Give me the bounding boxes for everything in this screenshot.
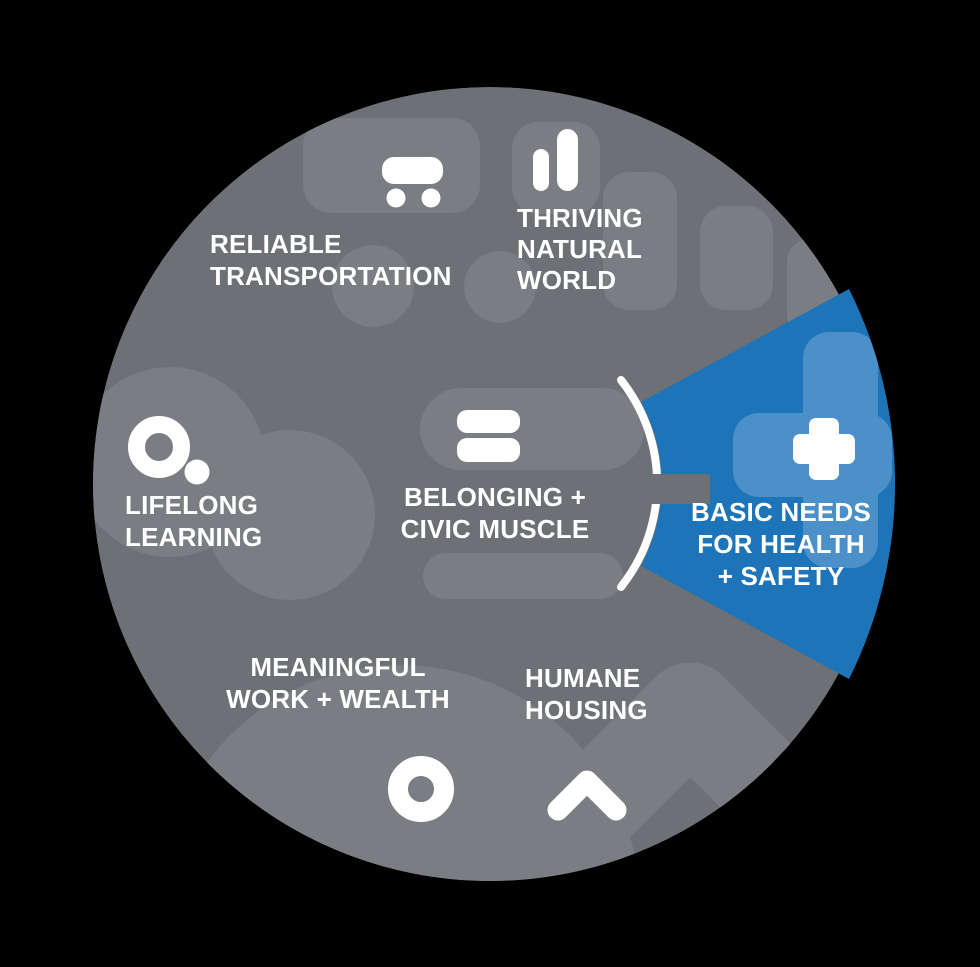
segment-label-lifelong-learning[interactable]: LIFELONG LEARNING <box>125 490 263 552</box>
center-divider-arc-top <box>617 376 661 481</box>
bar-chart-icon[interactable] <box>530 126 582 194</box>
center-label-belonging-civic-muscle[interactable]: BELONGING + CIVIC MUSCLE <box>400 482 590 544</box>
center-band <box>590 474 710 504</box>
collage-circle <box>464 251 536 323</box>
segment-label-reliable-transportation[interactable]: RELIABLE TRANSPORTATION <box>210 229 452 291</box>
donut-icon[interactable] <box>386 754 456 824</box>
segment-label-humane-housing[interactable]: HUMANE HOUSING <box>525 663 648 725</box>
equals-icon[interactable] <box>455 408 523 466</box>
magnifier-icon[interactable] <box>125 413 215 488</box>
center-divider-arc-bottom <box>617 499 660 591</box>
medical-cross-icon[interactable] <box>792 417 856 481</box>
transportation-icon[interactable] <box>380 155 446 211</box>
collage-circle <box>332 245 414 327</box>
segment-label-thriving-natural-world[interactable]: THRIVING NATURAL WORLD <box>517 203 643 295</box>
collage-circle <box>160 665 640 881</box>
segment-label-meaningful-work-wealth[interactable]: MEANINGFUL WORK + WEALTH <box>226 652 450 714</box>
segment-label-basic-needs-for-health-safety[interactable]: BASIC NEEDS FOR HEALTH + SAFETY <box>691 497 871 591</box>
collage-circle <box>205 430 375 600</box>
collage-pill <box>423 553 623 599</box>
collage-pill <box>420 388 644 470</box>
collage-tile <box>603 172 677 310</box>
roof-chevron-icon[interactable] <box>545 765 629 823</box>
collage-tile <box>700 206 773 310</box>
